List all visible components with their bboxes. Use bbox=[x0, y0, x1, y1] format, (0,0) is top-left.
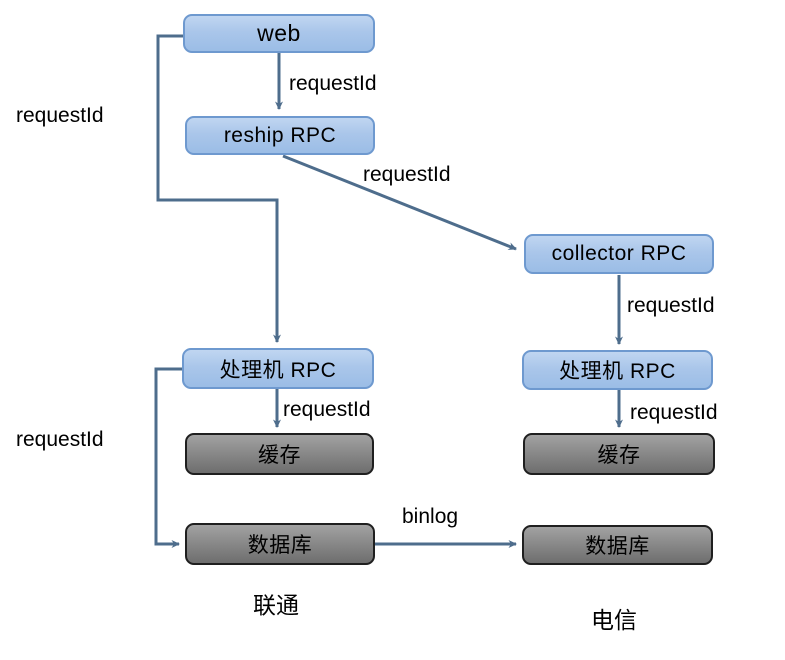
node-processor-rpc-right: 处理机 RPC bbox=[522, 350, 713, 390]
node-processor-rpc-left: 处理机 RPC bbox=[182, 348, 374, 389]
edge-web-to-processor-left bbox=[156, 34, 281, 343]
node-cache-right: 缓存 bbox=[523, 433, 715, 475]
node-cache-left: 缓存 bbox=[185, 433, 374, 475]
zone-label-telecom: 电信 bbox=[591, 608, 637, 633]
edge-processor-left-to-database-left bbox=[154, 367, 182, 548]
node-web: web bbox=[183, 14, 375, 53]
zone-label-unicom: 联通 bbox=[253, 593, 299, 618]
edge-label-processor-right-cache-right: requestId bbox=[630, 401, 718, 424]
node-database-right: 数据库 bbox=[522, 525, 713, 565]
edge-label-processor-left-cache-left: requestId bbox=[283, 398, 371, 421]
edge-label-processor-left-database-left: requestId bbox=[16, 428, 104, 451]
edge-label-web-processor-left: requestId bbox=[16, 104, 104, 127]
node-reship-rpc: reship RPC bbox=[185, 116, 375, 155]
edge-label-binlog: binlog bbox=[402, 505, 459, 528]
node-collector-rpc: collector RPC bbox=[524, 234, 714, 274]
edge-label-reship-collector: requestId bbox=[363, 163, 451, 186]
edge-label-web-reship: requestId bbox=[289, 72, 377, 95]
edge-label-collector-processor-right: requestId bbox=[627, 294, 715, 317]
node-database-left: 数据库 bbox=[185, 523, 375, 565]
